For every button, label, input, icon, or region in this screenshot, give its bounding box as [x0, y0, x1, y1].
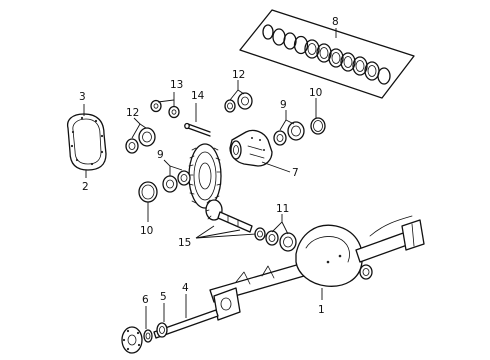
callout-8: 8 — [332, 16, 339, 28]
leader-12b-2 — [237, 89, 245, 95]
callout-5: 5 — [160, 291, 167, 303]
part-13-washers — [150, 99, 180, 119]
leader-13-1 — [157, 92, 175, 103]
leader-11-1 — [271, 214, 283, 233]
callout-2: 2 — [82, 181, 89, 193]
leader-15-3 — [195, 233, 257, 239]
callout-13: 13 — [170, 79, 183, 91]
part-12-left-bearing — [125, 127, 156, 154]
callout-1: 1 — [318, 304, 325, 316]
part-12-right-bearing — [224, 92, 253, 113]
leader-12a-2 — [139, 123, 147, 129]
leader-9b-1 — [279, 110, 287, 131]
part-11-pinion-bearings — [254, 227, 297, 252]
wheel-hub-flange — [121, 326, 143, 354]
part-4-axle-shaft — [153, 309, 219, 339]
callout-6: 6 — [142, 294, 149, 306]
callout-9a: 9 — [157, 149, 164, 161]
part-7-differential-case — [229, 129, 273, 167]
callout-12a: 12 — [126, 107, 139, 119]
part-8-ring-kit — [239, 9, 415, 99]
ring-gear — [188, 143, 222, 209]
leader-15-1 — [195, 225, 215, 239]
callout-9b: 9 — [280, 99, 287, 111]
leader-7 — [261, 161, 291, 173]
part-9-right-bearing — [273, 121, 305, 146]
callout-12b: 12 — [232, 69, 245, 81]
part-15-pinion-gear — [205, 199, 253, 233]
callout-14: 14 — [191, 90, 205, 102]
callout-15: 15 — [178, 237, 191, 249]
callout-7: 7 — [292, 167, 299, 179]
part-9-left-bearing — [162, 170, 191, 193]
leader-9b-2 — [285, 119, 295, 125]
part-6-axle-seal — [143, 329, 153, 343]
part-14-pinion-shaft-pin — [184, 122, 211, 137]
callout-11: 11 — [276, 203, 289, 215]
callout-3: 3 — [79, 91, 86, 103]
callout-10b: 10 — [309, 87, 322, 99]
part-10-left-race — [138, 181, 158, 203]
leader-9a-2 — [169, 165, 183, 171]
part-10-right-race — [310, 117, 326, 135]
leader-12b-1 — [229, 80, 239, 101]
part-5-axle-bearing — [156, 322, 168, 338]
callout-4: 4 — [182, 282, 189, 294]
callout-10a: 10 — [140, 225, 153, 237]
leader-9a-1 — [163, 159, 171, 176]
part-3-differential-cover — [66, 113, 107, 171]
leader-11-2 — [281, 221, 289, 235]
leader-15-2 — [195, 229, 241, 239]
